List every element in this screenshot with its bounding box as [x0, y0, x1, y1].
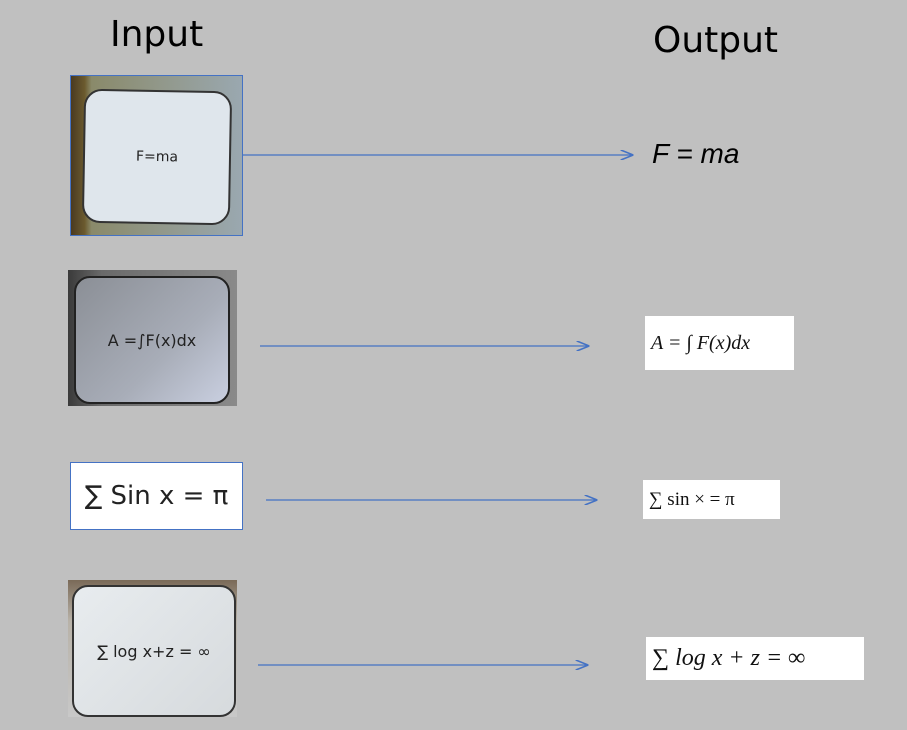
input-photo-3: ∑ Sin x = π — [70, 462, 243, 530]
output-box-2: A = ∫ F(x)dx — [645, 316, 794, 370]
handwritten-equation-3: ∑ Sin x = π — [84, 481, 229, 511]
output-equation-3: ∑ sin × = π — [649, 488, 735, 510]
input-photo-2: A =∫F(x)dx — [68, 270, 237, 406]
whiteboard-2: A =∫F(x)dx — [74, 276, 230, 404]
output-box-3: ∑ sin × = π — [643, 480, 780, 519]
output-equation-1: F = ma — [652, 138, 740, 169]
handwritten-equation-4: ∑ log x+z = ∞ — [97, 641, 211, 661]
output-box-4: ∑ log x + z = ∞ — [646, 637, 864, 680]
output-column-header: Output — [653, 20, 779, 61]
output-equation-2: A = ∫ F(x)dx — [651, 331, 751, 354]
handwritten-equation-2: A =∫F(x)dx — [107, 330, 197, 350]
output-equation-4: ∑ log x + z = ∞ — [652, 645, 806, 671]
input-photo-4: ∑ log x+z = ∞ — [68, 580, 237, 717]
input-column-header: Input — [110, 14, 204, 55]
whiteboard-4: ∑ log x+z = ∞ — [72, 585, 236, 717]
input-photo-1: F=ma — [70, 75, 243, 236]
